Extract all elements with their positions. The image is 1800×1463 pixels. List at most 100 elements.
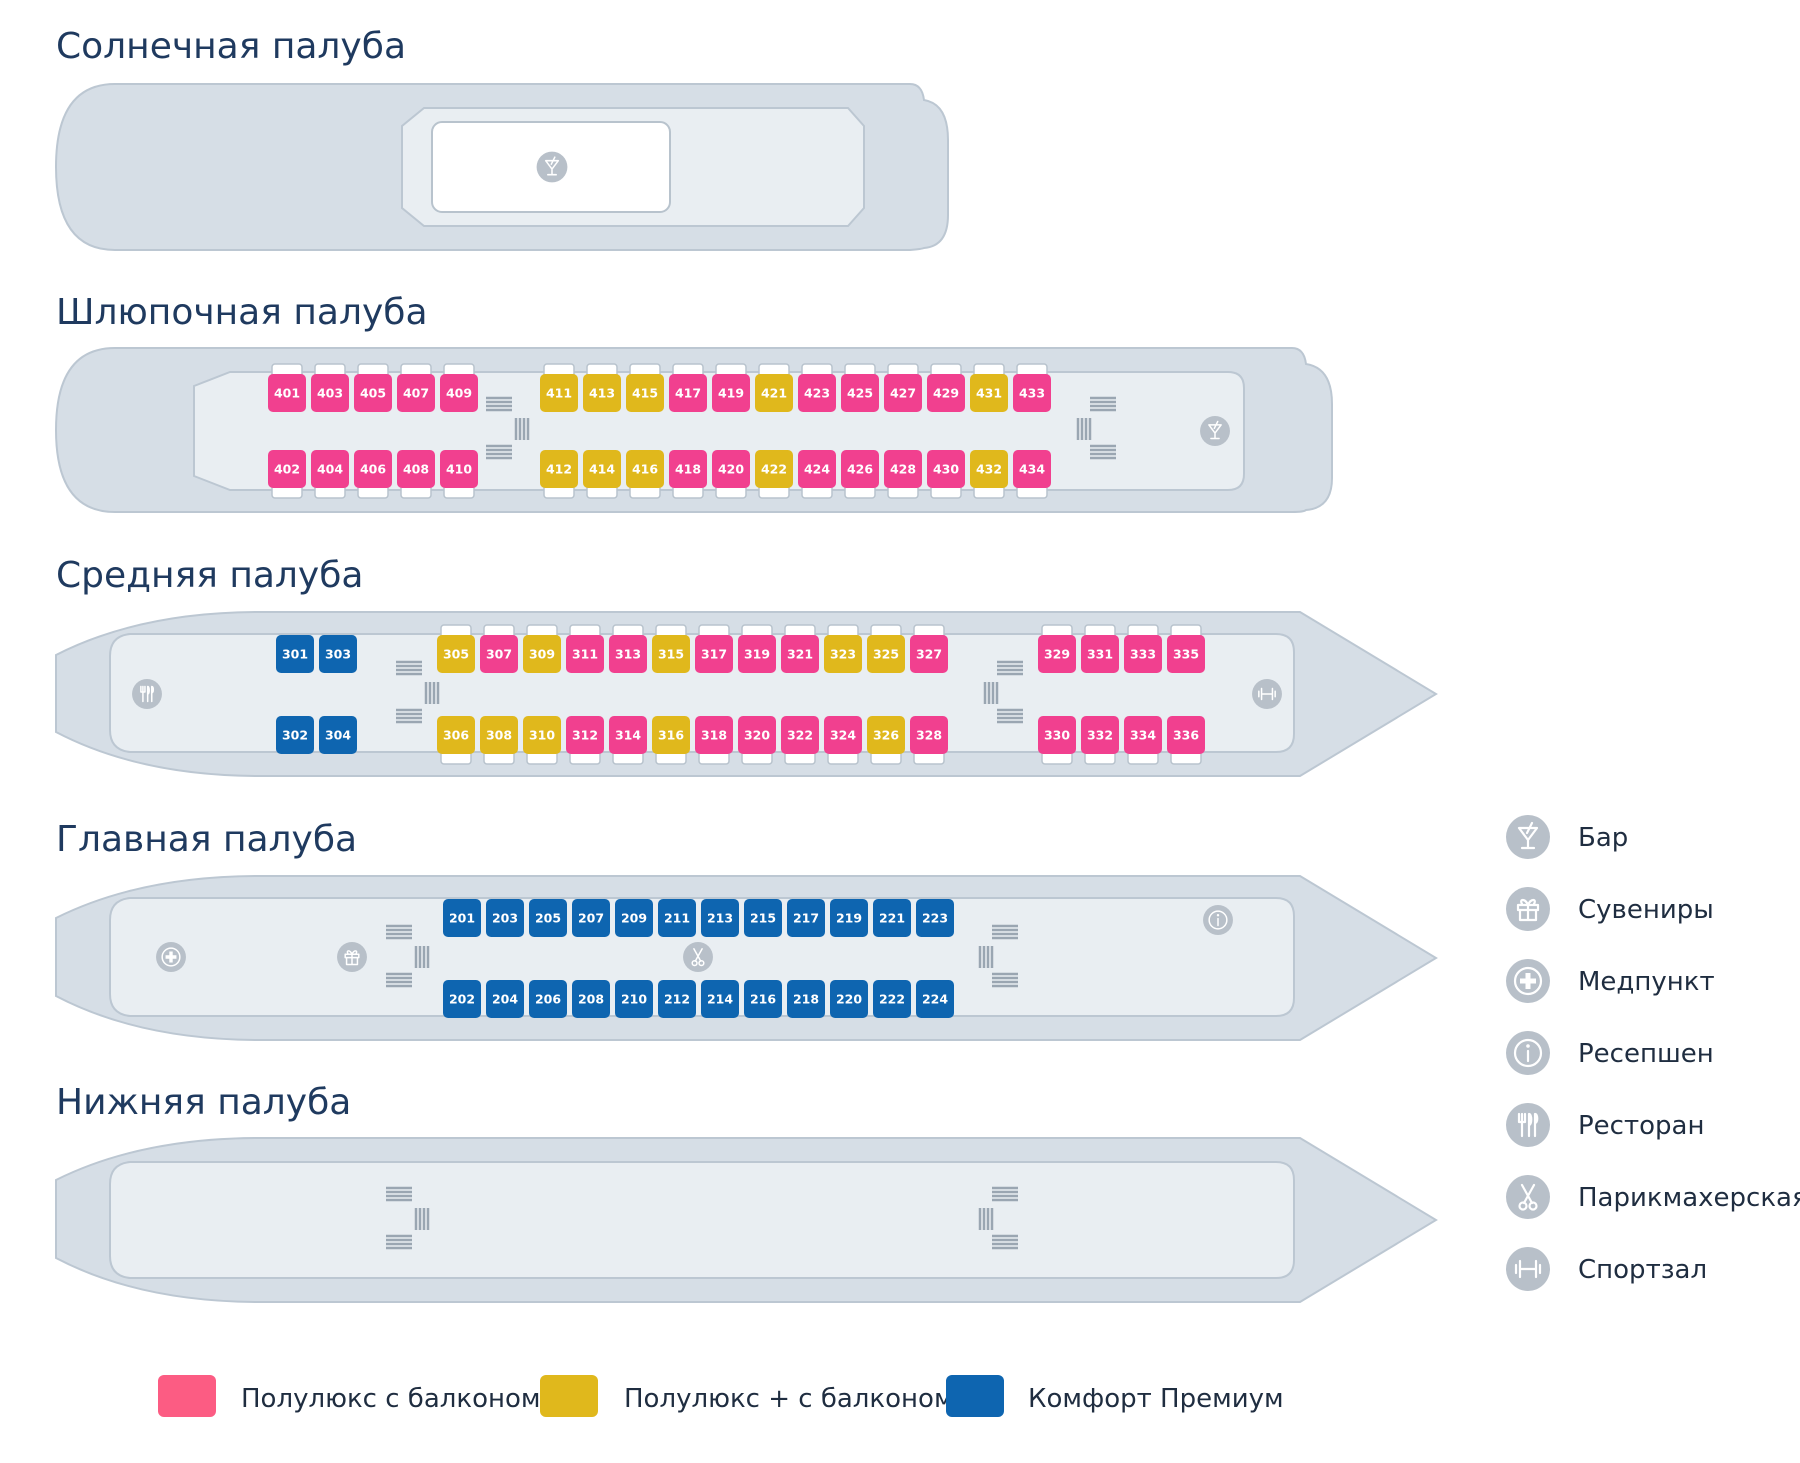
- cabin-430[interactable]: 430: [927, 450, 965, 499]
- cabin-433[interactable]: 433: [1013, 363, 1051, 412]
- cabin-310[interactable]: 310: [523, 716, 561, 765]
- cabin-202[interactable]: 202: [443, 980, 481, 1018]
- cabin-223[interactable]: 223: [916, 899, 954, 937]
- cabin-410[interactable]: 410: [440, 450, 478, 499]
- cabin-309[interactable]: 309: [523, 624, 561, 673]
- cabin-332[interactable]: 332: [1081, 716, 1119, 765]
- cabin-314[interactable]: 314: [609, 716, 647, 765]
- cabin-323[interactable]: 323: [824, 624, 862, 673]
- cabin-212[interactable]: 212: [658, 980, 696, 1018]
- cabin-315[interactable]: 315: [652, 624, 690, 673]
- cabin-216[interactable]: 216: [744, 980, 782, 1018]
- cabin-306[interactable]: 306: [437, 716, 475, 765]
- cabin-419[interactable]: 419: [712, 363, 750, 412]
- cabin-329[interactable]: 329: [1038, 624, 1076, 673]
- cabin-425[interactable]: 425: [841, 363, 879, 412]
- cabin-325[interactable]: 325: [867, 624, 905, 673]
- cabin-206[interactable]: 206: [529, 980, 567, 1018]
- cabin-307[interactable]: 307: [480, 624, 518, 673]
- cabin-220[interactable]: 220: [830, 980, 868, 1018]
- cabin-203[interactable]: 203: [486, 899, 524, 937]
- cabin-429[interactable]: 429: [927, 363, 965, 412]
- cabin-424[interactable]: 424: [798, 450, 836, 499]
- cabin-412[interactable]: 412: [540, 450, 578, 499]
- cabin-211[interactable]: 211: [658, 899, 696, 937]
- cabin-304[interactable]: 304: [319, 716, 357, 754]
- cabin-331[interactable]: 331: [1081, 624, 1119, 673]
- cabin-404[interactable]: 404: [311, 450, 349, 499]
- cabin-426[interactable]: 426: [841, 450, 879, 499]
- cabin-217[interactable]: 217: [787, 899, 825, 937]
- cabin-204[interactable]: 204: [486, 980, 524, 1018]
- cabin-411[interactable]: 411: [540, 363, 578, 412]
- cabin-box: [738, 716, 776, 754]
- legend-swatch-suite-plus: [540, 1375, 598, 1417]
- cabin-box: [572, 980, 610, 1018]
- cabin-224[interactable]: 224: [916, 980, 954, 1018]
- cabin-403[interactable]: 403: [311, 363, 349, 412]
- cabin-320[interactable]: 320: [738, 716, 776, 765]
- cabin-409[interactable]: 409: [440, 363, 478, 412]
- cabin-222[interactable]: 222: [873, 980, 911, 1018]
- cabin-number: 202: [449, 992, 475, 1007]
- cabin-421[interactable]: 421: [755, 363, 793, 412]
- cabin-209[interactable]: 209: [615, 899, 653, 937]
- cabin-416[interactable]: 416: [626, 450, 664, 499]
- cabin-420[interactable]: 420: [712, 450, 750, 499]
- cabin-434[interactable]: 434: [1013, 450, 1051, 499]
- cabin-402[interactable]: 402: [268, 450, 306, 499]
- cabin-413[interactable]: 413: [583, 363, 621, 412]
- cabin-316[interactable]: 316: [652, 716, 690, 765]
- cabin-205[interactable]: 205: [529, 899, 567, 937]
- cabin-322[interactable]: 322: [781, 716, 819, 765]
- cabin-324[interactable]: 324: [824, 716, 862, 765]
- cabin-407[interactable]: 407: [397, 363, 435, 412]
- cabin-301[interactable]: 301: [276, 635, 314, 673]
- cabin-428[interactable]: 428: [884, 450, 922, 499]
- cabin-313[interactable]: 313: [609, 624, 647, 673]
- cabin-208[interactable]: 208: [572, 980, 610, 1018]
- cabin-408[interactable]: 408: [397, 450, 435, 499]
- cabin-336[interactable]: 336: [1167, 716, 1205, 765]
- cabin-415[interactable]: 415: [626, 363, 664, 412]
- cabin-221[interactable]: 221: [873, 899, 911, 937]
- cabin-405[interactable]: 405: [354, 363, 392, 412]
- cabin-303[interactable]: 303: [319, 635, 357, 673]
- cabin-302[interactable]: 302: [276, 716, 314, 754]
- cabin-406[interactable]: 406: [354, 450, 392, 499]
- cabin-423[interactable]: 423: [798, 363, 836, 412]
- cabin-number: 427: [890, 386, 916, 401]
- cabin-box: [824, 716, 862, 754]
- cabin-418[interactable]: 418: [669, 450, 707, 499]
- cabin-318[interactable]: 318: [695, 716, 733, 765]
- cabin-334[interactable]: 334: [1124, 716, 1162, 765]
- cabin-319[interactable]: 319: [738, 624, 776, 673]
- cabin-219[interactable]: 219: [830, 899, 868, 937]
- cabin-215[interactable]: 215: [744, 899, 782, 937]
- cabin-431[interactable]: 431: [970, 363, 1008, 412]
- cabin-311[interactable]: 311: [566, 624, 604, 673]
- cabin-214[interactable]: 214: [701, 980, 739, 1018]
- cabin-328[interactable]: 328: [910, 716, 948, 765]
- cabin-326[interactable]: 326: [867, 716, 905, 765]
- cabin-207[interactable]: 207: [572, 899, 610, 937]
- cabin-317[interactable]: 317: [695, 624, 733, 673]
- cabin-308[interactable]: 308: [480, 716, 518, 765]
- cabin-321[interactable]: 321: [781, 624, 819, 673]
- cabin-432[interactable]: 432: [970, 450, 1008, 499]
- cabin-335[interactable]: 335: [1167, 624, 1205, 673]
- cabin-333[interactable]: 333: [1124, 624, 1162, 673]
- cabin-327[interactable]: 327: [910, 624, 948, 673]
- cabin-401[interactable]: 401: [268, 363, 306, 412]
- cabin-414[interactable]: 414: [583, 450, 621, 499]
- cabin-210[interactable]: 210: [615, 980, 653, 1018]
- cabin-417[interactable]: 417: [669, 363, 707, 412]
- cabin-201[interactable]: 201: [443, 899, 481, 937]
- cabin-312[interactable]: 312: [566, 716, 604, 765]
- cabin-422[interactable]: 422: [755, 450, 793, 499]
- cabin-427[interactable]: 427: [884, 363, 922, 412]
- cabin-218[interactable]: 218: [787, 980, 825, 1018]
- cabin-330[interactable]: 330: [1038, 716, 1076, 765]
- cabin-213[interactable]: 213: [701, 899, 739, 937]
- cabin-305[interactable]: 305: [437, 624, 475, 673]
